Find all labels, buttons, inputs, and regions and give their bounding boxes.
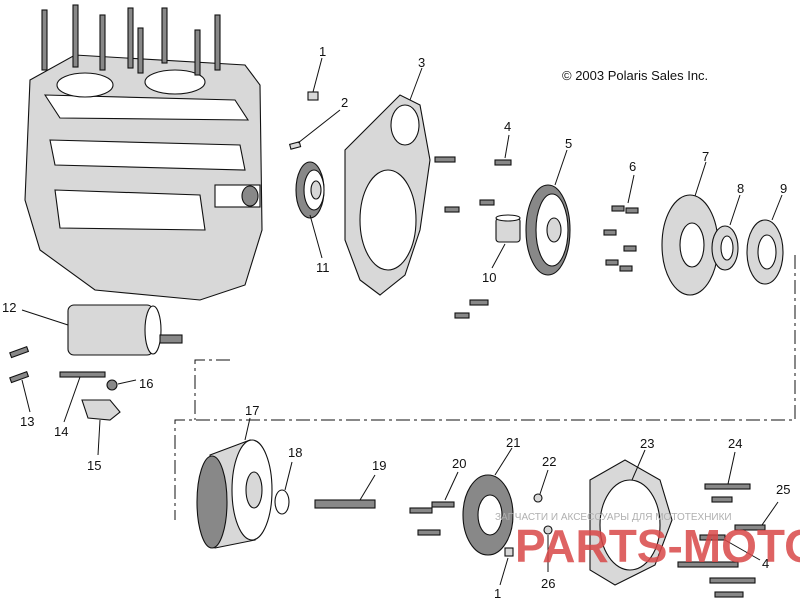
copyright-text: © 2003 Polaris Sales Inc. [562,68,708,83]
callout-11: 11 [316,260,330,275]
callout-14: 14 [54,424,68,439]
callout-4: 4 [504,119,511,134]
part-starter-gear [525,149,571,276]
callout-1: 1 [319,44,326,59]
part-grommet [533,469,549,503]
callout-8: 8 [737,181,744,196]
assembly-boundary-line-left [194,359,230,420]
callout-9: 9 [780,181,787,196]
callout-3: 3 [418,55,425,70]
callout-16: 16 [139,376,153,391]
callout-20: 20 [452,456,466,471]
part-flywheel-bolt [314,474,376,509]
part-screws [603,174,639,272]
callout-10: 10 [482,270,496,285]
part-cover-bolts [434,134,512,319]
callout-18: 18 [288,445,302,460]
part-cable-terminal [81,399,121,456]
part-oil-seal [746,194,784,285]
part-nut [106,379,137,391]
callout-21: 21 [506,435,520,450]
part-dowel-pin [307,57,323,101]
watermark-logo: PARTS-MOTOR.RU [515,520,800,572]
callout-12: 12 [2,300,16,315]
part-starter-bolts [9,345,31,413]
part-gear-cover [344,67,431,296]
callout-24: 24 [728,436,742,451]
callout-6: 6 [629,159,636,174]
part-small-grommet [543,525,553,572]
part-washer [274,461,293,515]
callout-23: 23 [640,436,654,451]
callout-25: 25 [776,482,790,497]
callout-26: 26 [541,576,555,591]
callout-4-lower: 4 [762,556,769,571]
part-housing-bolts [677,451,779,598]
callout-7: 7 [702,149,709,164]
part-stator-housing [589,449,673,586]
callout-1-lower: 1 [494,586,501,601]
part-stator-bolts [409,471,459,536]
part-crank-gear [295,161,325,259]
callout-2: 2 [341,95,348,110]
part-bushing [491,214,521,269]
callout-22: 22 [542,454,556,469]
part-clutch-plate [661,161,719,296]
callout-17: 17 [245,403,259,418]
crankcase-assembly [24,4,263,301]
part-woodruff-key [288,109,341,150]
part-spacer-ring [711,194,741,271]
cylinder-studs [41,4,221,76]
part-starter-motor [21,304,183,356]
watermark-subtext: ЗАПЧАСТИ И АКСЕССУАРЫ ДЛЯ МОТОТЕХНИКИ [495,512,732,523]
callout-15: 15 [87,458,101,473]
part-dowel-pin-lower [499,547,514,586]
part-flywheel [196,417,273,549]
part-starter-cable [59,371,106,423]
callout-19: 19 [372,458,386,473]
callout-5: 5 [565,136,572,151]
part-stator [462,447,514,556]
assembly-boundary-line [174,255,796,520]
callout-13: 13 [20,414,34,429]
